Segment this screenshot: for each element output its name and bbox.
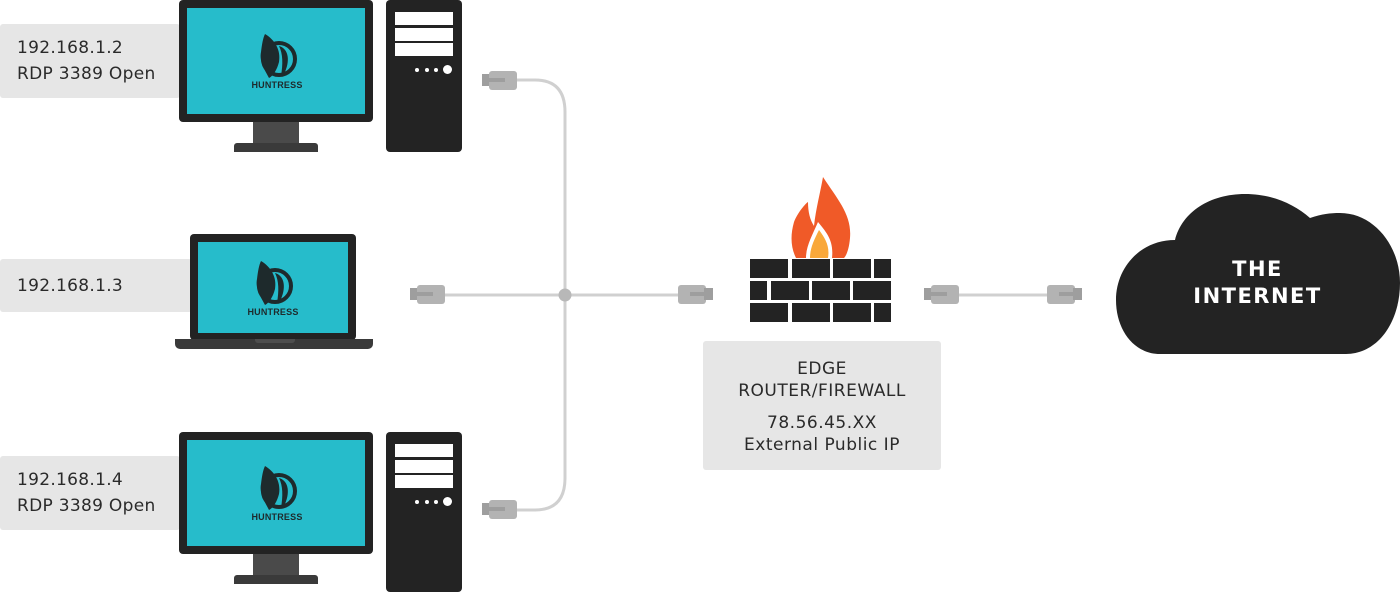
router-title-line2: ROUTER/FIREWALL: [738, 381, 906, 401]
monitor-base: [234, 143, 318, 152]
ethernet-connector-icon: [924, 285, 959, 304]
drive-bay: [395, 12, 453, 25]
drive-bay: [395, 444, 453, 457]
monitor: HUNTRESS: [179, 0, 373, 122]
drive-bay: [395, 460, 453, 473]
device-label-2: 192.168.1.3: [0, 259, 192, 312]
device-status: RDP 3389 Open: [17, 64, 156, 84]
monitor: HUNTRESS: [179, 432, 373, 554]
monitor-stand: [253, 554, 299, 576]
indicator-light: [425, 500, 429, 504]
drive-bay: [395, 475, 453, 488]
cable-junction: [558, 288, 572, 302]
drive-bay: [395, 43, 453, 56]
power-button: [443, 65, 452, 74]
device-ip: 192.168.1.3: [17, 275, 124, 296]
internet-label: THE INTERNET: [1170, 256, 1345, 310]
ethernet-connector-icon: [678, 285, 713, 304]
ethernet-connector-icon: [482, 500, 517, 519]
internet-label-line2: INTERNET: [1193, 284, 1322, 308]
router-ip: 78.56.45.XX: [767, 413, 877, 433]
indicator-light: [415, 500, 419, 504]
laptop-trackpad-notch: [255, 339, 295, 343]
huntress-logo-icon: HUNTRESS: [247, 32, 307, 90]
router-ip-label: External Public IP: [744, 435, 900, 455]
pc-tower: [386, 0, 462, 152]
indicator-light: [434, 68, 438, 72]
laptop-lid: HUNTRESS: [190, 234, 356, 340]
huntress-logo-icon: HUNTRESS: [243, 259, 303, 317]
monitor-screen: HUNTRESS: [187, 440, 365, 546]
ethernet-connector-icon: [482, 71, 517, 90]
indicator-light: [415, 68, 419, 72]
router-label: EDGE ROUTER/FIREWALL 78.56.45.XX Externa…: [703, 341, 941, 470]
monitor-stand: [253, 122, 299, 144]
indicator-light: [434, 500, 438, 504]
router-title-line1: EDGE: [797, 359, 847, 379]
device-status: RDP 3389 Open: [17, 496, 156, 516]
device-ip: 192.168.1.2: [17, 38, 124, 58]
laptop-screen: HUNTRESS: [198, 242, 348, 333]
device-ip: 192.168.1.4: [17, 470, 124, 490]
laptop-base: [175, 339, 373, 349]
indicator-light: [425, 68, 429, 72]
device-label-1: 192.168.1.2 RDP 3389 Open: [0, 24, 180, 98]
ethernet-connector-icon: [410, 285, 445, 304]
pc-tower: [386, 432, 462, 592]
internet-label-line1: THE: [1232, 257, 1283, 281]
device-label-3: 192.168.1.4 RDP 3389 Open: [0, 456, 180, 530]
ethernet-connector-icon: [1047, 285, 1082, 304]
drive-bay: [395, 28, 453, 41]
monitor-base: [234, 575, 318, 584]
monitor-screen: HUNTRESS: [187, 8, 365, 114]
power-button: [443, 497, 452, 506]
huntress-logo-icon: HUNTRESS: [247, 464, 307, 522]
